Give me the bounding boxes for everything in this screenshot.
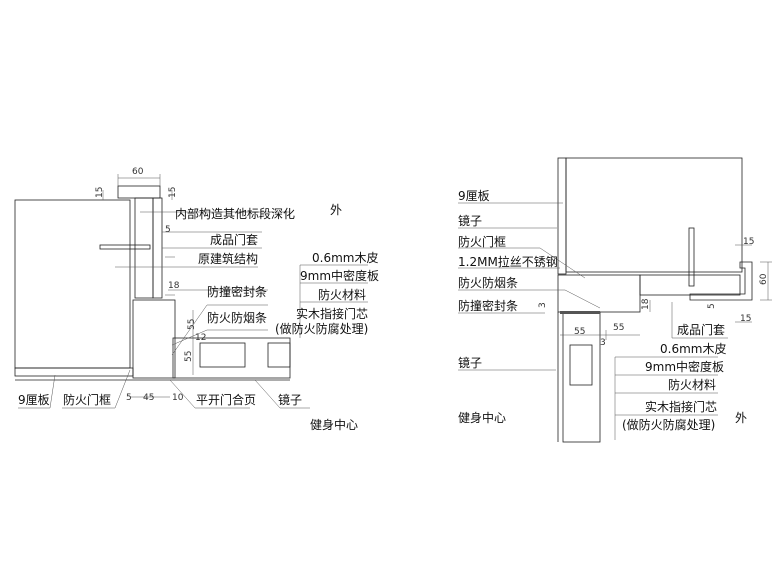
casing-side xyxy=(152,197,163,299)
dim-15: 15 xyxy=(743,237,754,247)
right-detail: 15 60 15 5 18 3 55 55 3 9厘板 镜子 防火门框 1.2M… xyxy=(458,157,772,443)
dim-18: 18 xyxy=(641,298,651,310)
label-mirror: 镜子 xyxy=(458,355,482,370)
label-fireproof: 防火材料 xyxy=(668,377,716,392)
dim-15: 15 xyxy=(95,187,105,198)
wall-structure xyxy=(565,157,743,273)
left-detail: 60 15 15 5 18 55 12 55 5 45 10 内部构造其他标段深… xyxy=(14,167,379,432)
label-inner: 内部构造其他标段深化 xyxy=(175,206,295,221)
dim-18: 18 xyxy=(168,281,180,291)
casing-top xyxy=(117,185,161,199)
dim-60: 60 xyxy=(759,273,769,285)
fireproof-core xyxy=(569,344,593,386)
dim-15: 15 xyxy=(740,314,751,324)
label-veneer: 0.6mm木皮 xyxy=(660,342,726,356)
label-gym: 健身中心 xyxy=(458,410,506,425)
fire-door-frame xyxy=(557,274,641,313)
stainless-strip xyxy=(560,311,600,314)
label-mdf: 9mm中密度板 xyxy=(645,359,724,374)
label-core: 实木指接门芯 xyxy=(645,399,717,414)
plywood-strip xyxy=(14,367,134,377)
fire-door-frame xyxy=(132,299,176,379)
anchor-bolt xyxy=(99,244,151,250)
dim-3: 3 xyxy=(600,338,606,348)
dim-55: 55 xyxy=(574,327,585,337)
label-structure: 原建筑结构 xyxy=(198,251,258,266)
dim-5: 5 xyxy=(165,225,171,235)
wall-structure xyxy=(14,199,131,369)
label-bump-seal: 防撞密封条 xyxy=(458,298,518,313)
label-plywood: 9厘板 xyxy=(18,393,50,407)
label-frame: 防火门框 xyxy=(458,234,506,249)
label-smoke-seal: 防火防烟条 xyxy=(458,275,518,290)
label-hinge: 平开门合页 xyxy=(196,392,256,407)
plywood-strip xyxy=(557,157,567,275)
dim-45: 45 xyxy=(143,393,154,403)
dim-12: 12 xyxy=(195,333,206,343)
label-core: 实木指接门芯 xyxy=(296,306,368,321)
dim-3: 3 xyxy=(538,302,548,308)
dim-60: 60 xyxy=(132,167,144,177)
fireproof-core xyxy=(199,342,246,368)
casing-core xyxy=(639,274,741,296)
dim-15: 15 xyxy=(168,187,178,198)
label-mirror: 镜子 xyxy=(278,392,302,407)
dim-55: 55 xyxy=(184,351,194,362)
label-steel: 1.2MM拉丝不锈钢 xyxy=(458,254,558,269)
anchor-bolt xyxy=(688,227,695,287)
casing-trim xyxy=(689,261,753,301)
label-veneer: 0.6mm木皮 xyxy=(312,251,378,265)
label-outside: 外 xyxy=(735,411,747,425)
label-outside: 外 xyxy=(330,203,342,217)
label-frame: 防火门框 xyxy=(63,392,111,407)
fireproof-core xyxy=(267,342,291,368)
label-core-note: (做防火防腐处理) xyxy=(275,321,368,336)
dim-5: 5 xyxy=(126,393,132,403)
label-bump-seal: 防撞密封条 xyxy=(207,284,267,299)
dim-5: 5 xyxy=(707,303,717,309)
label-core-note: (做防火防腐处理) xyxy=(622,417,715,432)
label-gym: 健身中心 xyxy=(310,417,358,432)
label-casing: 成品门套 xyxy=(210,232,258,247)
dim-10: 10 xyxy=(172,393,184,403)
label-fireproof: 防火材料 xyxy=(318,287,366,302)
label-smoke-seal: 防火防烟条 xyxy=(207,310,267,325)
label-casing: 成品门套 xyxy=(677,322,725,337)
label-mirror: 镜子 xyxy=(458,213,482,228)
dim-55: 55 xyxy=(613,323,624,333)
label-plywood: 9厘板 xyxy=(458,189,490,203)
dim-55: 55 xyxy=(187,319,197,330)
label-mdf: 9mm中密度板 xyxy=(300,268,379,283)
